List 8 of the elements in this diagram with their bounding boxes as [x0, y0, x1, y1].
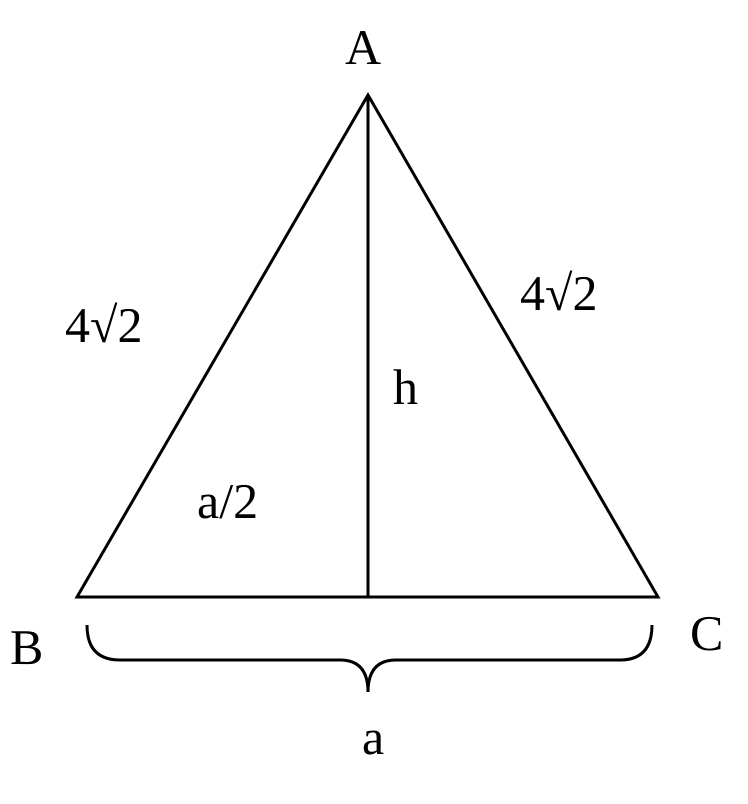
vertex-label: C — [690, 608, 724, 658]
height-label: h — [393, 362, 418, 412]
vertex-label: B — [10, 622, 44, 672]
side-length-label: 4√2 — [65, 300, 142, 350]
half-base-label: a/2 — [197, 476, 258, 526]
base-length-label: a — [362, 712, 384, 762]
vertex-label: A — [345, 22, 382, 72]
side-length-label: 4√2 — [520, 268, 598, 318]
